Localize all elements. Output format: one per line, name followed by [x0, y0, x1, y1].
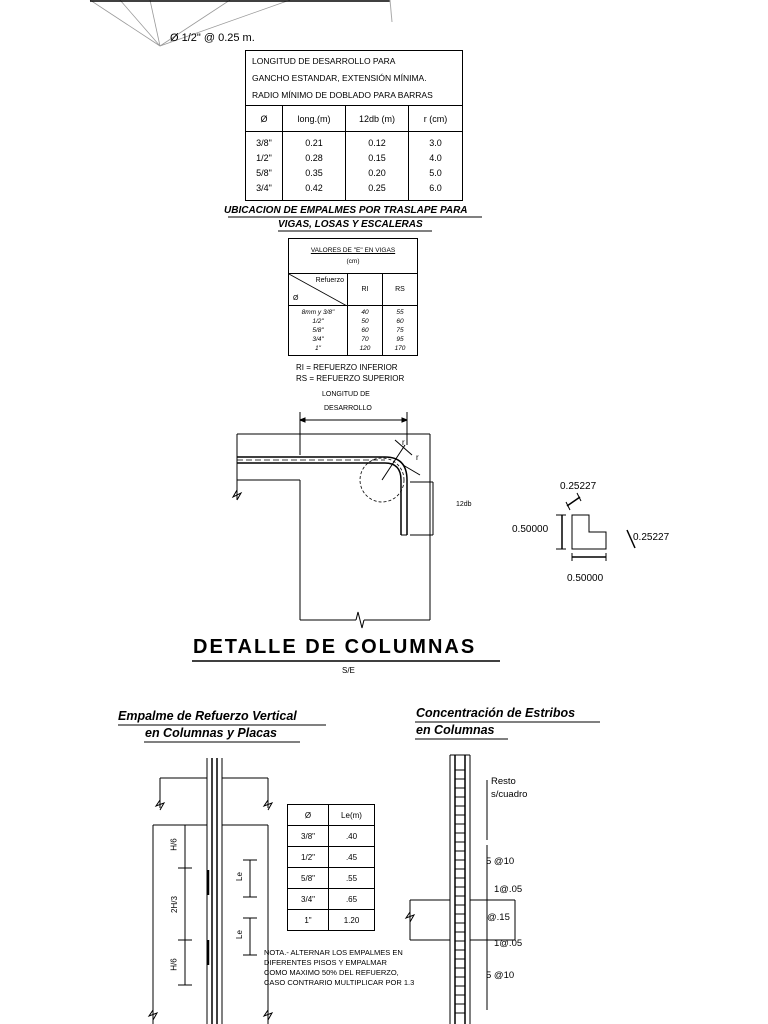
table-cell: .65: [328, 888, 375, 910]
table-cell: 120: [359, 345, 371, 352]
table-cell: 40: [361, 309, 369, 316]
le-label: Le: [234, 872, 244, 881]
table-cell: 70: [361, 336, 369, 343]
table-cell: 55: [396, 309, 404, 316]
table-cell: 3/4": [287, 888, 329, 910]
hook-table-header: 12db (m): [345, 105, 409, 132]
table-cell: 1.20: [328, 909, 375, 931]
top-annotation: Ø 1/2" @ 0.25 m.: [170, 32, 255, 44]
stirrup-spacing-label: 5 @10: [486, 970, 515, 981]
radius-label: r: [402, 438, 405, 447]
table-cell: 5/8": [256, 168, 272, 178]
twelve-db-label: 12db: [456, 501, 472, 508]
e-table-header-rs: RS: [382, 273, 418, 306]
table-cell: 60: [396, 318, 404, 325]
table-cell: 0.21: [305, 138, 323, 148]
dimension-callout-shape: [556, 492, 636, 561]
vertical-splice-heading: Empalme de Refuerzo Vertical: [118, 709, 297, 723]
hook-table-header: long.(m): [282, 105, 346, 132]
stirrup-spacing-label: 1@.05: [494, 884, 523, 895]
e-table-header-ri: RI: [347, 273, 383, 306]
splice-heading-line1: UBICACION DE EMPALMES POR TRASLAPE PARA: [224, 205, 468, 216]
dim-right-value: 0.25227: [633, 532, 670, 543]
table-cell: 3/8": [287, 825, 329, 847]
table-cell: 0.15: [368, 153, 386, 163]
stirrup-spacing-label: @.15: [487, 912, 510, 923]
table-cell: .55: [328, 867, 375, 889]
table-cell: 0.42: [305, 183, 323, 193]
table-cell: 1": [287, 909, 329, 931]
table-cell: 3/8": [256, 138, 272, 148]
table-cell: 1/2": [312, 318, 324, 325]
h-sixth-label: H/6: [169, 958, 179, 971]
hook-table-header: Ø: [245, 105, 283, 132]
table-cell: 8mm y 3/8": [301, 309, 335, 316]
stirrup-heading: en Columnas: [416, 723, 495, 737]
top-fan-lines: [89, 0, 291, 47]
e-table-corner: Refuerzo Ø: [288, 273, 348, 306]
table-cell: 0.20: [368, 168, 386, 178]
e-table-legend-ri: RI = REFUERZO INFERIOR: [296, 363, 398, 372]
stirrup-spacing-label: 1@.05: [494, 938, 523, 949]
table-cell: .45: [328, 846, 375, 868]
hook-detail-drawing: [231, 412, 434, 629]
le-table-header: Ø: [287, 804, 329, 826]
table-cell: 3/4": [312, 336, 324, 343]
le-table-header: Le(m): [328, 804, 375, 826]
splice-length-table: Ø Le(m) 3/8".40 1/2".45 5/8".55 3/4".65 …: [287, 804, 375, 931]
section-scale: S/E: [342, 666, 355, 675]
table-cell: 6.0: [429, 183, 442, 193]
splice-heading-line2: VIGAS, LOSAS Y ESCALERAS: [278, 219, 423, 230]
dim-left-value: 0.50000: [512, 524, 549, 535]
h-sixth-label: H/6: [169, 838, 179, 851]
dim-bottom-value: 0.50000: [567, 573, 604, 584]
radius-label: r: [416, 453, 419, 462]
dim-top-value: 0.25227: [560, 481, 597, 492]
hook-length-table: LONGITUD DE DESARROLLO PARA GANCHO ESTAN…: [245, 50, 463, 201]
table-cell: 60: [361, 327, 369, 334]
e-table-title: VALORES DE "E" EN VIGAS (cm): [288, 238, 418, 274]
splice-note: NOTA.- ALTERNAR LOS EMPALMES EN DIFERENT…: [264, 948, 415, 987]
stirrup-heading: Concentración de Estribos: [416, 706, 576, 720]
stirrup-drawing: [404, 754, 516, 1024]
table-cell: 5.0: [429, 168, 442, 178]
vertical-splice-heading: en Columnas y Placas: [145, 726, 278, 740]
table-cell: 1": [315, 345, 321, 352]
two-thirds-h-label: 2H/3: [169, 896, 179, 913]
table-cell: 0.12: [368, 138, 386, 148]
table-cell: 1/2": [256, 153, 272, 163]
table-cell: 0.28: [305, 153, 323, 163]
column-splice-drawing: [147, 758, 274, 1024]
table-cell: 50: [361, 318, 369, 325]
e-values-table: VALORES DE "E" EN VIGAS (cm) Refuerzo Ø …: [288, 238, 418, 356]
table-cell: 95: [396, 336, 404, 343]
stirrup-spacing-label: 5 @10: [486, 856, 515, 867]
table-cell: 5/8": [312, 327, 324, 334]
table-cell: 0.35: [305, 168, 323, 178]
le-label: Le: [234, 930, 244, 939]
section-title: DETALLE DE COLUMNAS: [193, 636, 477, 658]
table-cell: .40: [328, 825, 375, 847]
table-cell: 170: [394, 345, 406, 352]
table-cell: 4.0: [429, 153, 442, 163]
resto-label: Resto s/cuadro: [491, 776, 528, 800]
table-cell: 5/8": [287, 867, 329, 889]
e-table-legend-rs: RS = REFUERZO SUPERIOR: [296, 374, 405, 383]
development-length-label: DESARROLLO: [324, 405, 372, 412]
table-cell: 3.0: [429, 138, 442, 148]
development-length-label: LONGITUD DE: [322, 391, 370, 398]
table-cell: 75: [396, 327, 404, 334]
stirrup-ticks: [455, 769, 465, 1014]
table-cell: 0.25: [368, 183, 386, 193]
hook-table-header: r (cm): [408, 105, 463, 132]
hook-table-title: LONGITUD DE DESARROLLO PARA GANCHO ESTAN…: [245, 50, 463, 106]
table-cell: 3/4": [256, 183, 272, 193]
table-cell: 1/2": [287, 846, 329, 868]
